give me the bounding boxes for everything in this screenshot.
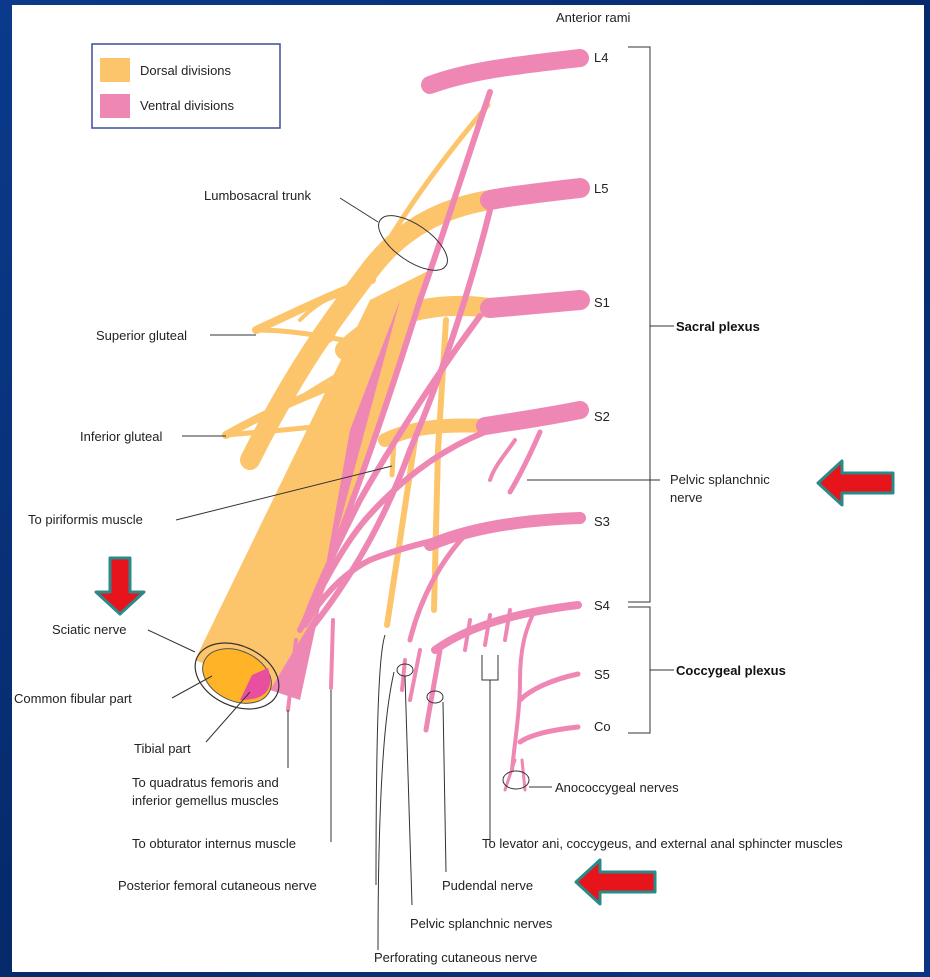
lumbosacral-trunk-label: Lumbosacral trunk bbox=[204, 188, 311, 203]
root-s2-label: S2 bbox=[594, 409, 610, 424]
coccygeal-plexus-label: Coccygeal plexus bbox=[676, 663, 786, 678]
legend: Dorsal divisions Ventral divisions bbox=[92, 44, 280, 128]
pelvic-splanchnic-label-1: Pelvic splanchnic bbox=[670, 472, 770, 487]
legend-dorsal-label: Dorsal divisions bbox=[140, 63, 232, 78]
down-arrow-icon bbox=[96, 558, 144, 614]
root-s5-label: S5 bbox=[594, 667, 610, 682]
anterior-rami-label: Anterior rami bbox=[556, 10, 631, 25]
root-l4-label: L4 bbox=[594, 50, 608, 65]
common-fibular-label: Common fibular part bbox=[14, 691, 132, 706]
superior-gluteal-label: Superior gluteal bbox=[96, 328, 187, 343]
sacral-plexus-diagram: Dorsal divisions Ventral divisions Anter… bbox=[12, 5, 924, 972]
to-obturator-label: To obturator internus muscle bbox=[132, 836, 296, 851]
inferior-gluteal-label: Inferior gluteal bbox=[80, 429, 162, 444]
perforating-cutaneous-label: Perforating cutaneous nerve bbox=[374, 950, 537, 965]
posterior-femoral-label: Posterior femoral cutaneous nerve bbox=[118, 878, 317, 893]
tibial-part-label: Tibial part bbox=[134, 741, 191, 756]
diagram-panel: Dorsal divisions Ventral divisions Anter… bbox=[12, 5, 924, 972]
legend-ventral-label: Ventral divisions bbox=[140, 98, 234, 113]
pelvic-splanchnic-label-2: nerve bbox=[670, 490, 703, 505]
plexus-brackets bbox=[628, 47, 674, 733]
sciatic-nerve-label: Sciatic nerve bbox=[52, 622, 126, 637]
root-s3-label: S3 bbox=[594, 514, 610, 529]
to-levator-label: To levator ani, coccygeus, and external … bbox=[482, 836, 843, 851]
to-quadratus-label-2: inferior gemellus muscles bbox=[132, 793, 279, 808]
root-s4-label: S4 bbox=[594, 598, 610, 613]
sacral-plexus-label: Sacral plexus bbox=[676, 319, 760, 334]
pudendal-nerve-label: Pudendal nerve bbox=[442, 878, 533, 893]
root-s1-label: S1 bbox=[594, 295, 610, 310]
to-piriformis-label: To piriformis muscle bbox=[28, 512, 143, 527]
anococcygeal-label: Anococcygeal nerves bbox=[555, 780, 679, 795]
root-co-label: Co bbox=[594, 719, 611, 734]
legend-ventral-swatch bbox=[100, 94, 130, 118]
legend-dorsal-swatch bbox=[100, 58, 130, 82]
left-arrow-icon bbox=[576, 860, 655, 904]
to-quadratus-label-1: To quadratus femoris and bbox=[132, 775, 279, 790]
root-l5-label: L5 bbox=[594, 181, 608, 196]
pelvic-splanchnic-nerves-label: Pelvic splanchnic nerves bbox=[410, 916, 553, 931]
left-arrow-icon bbox=[818, 461, 893, 505]
